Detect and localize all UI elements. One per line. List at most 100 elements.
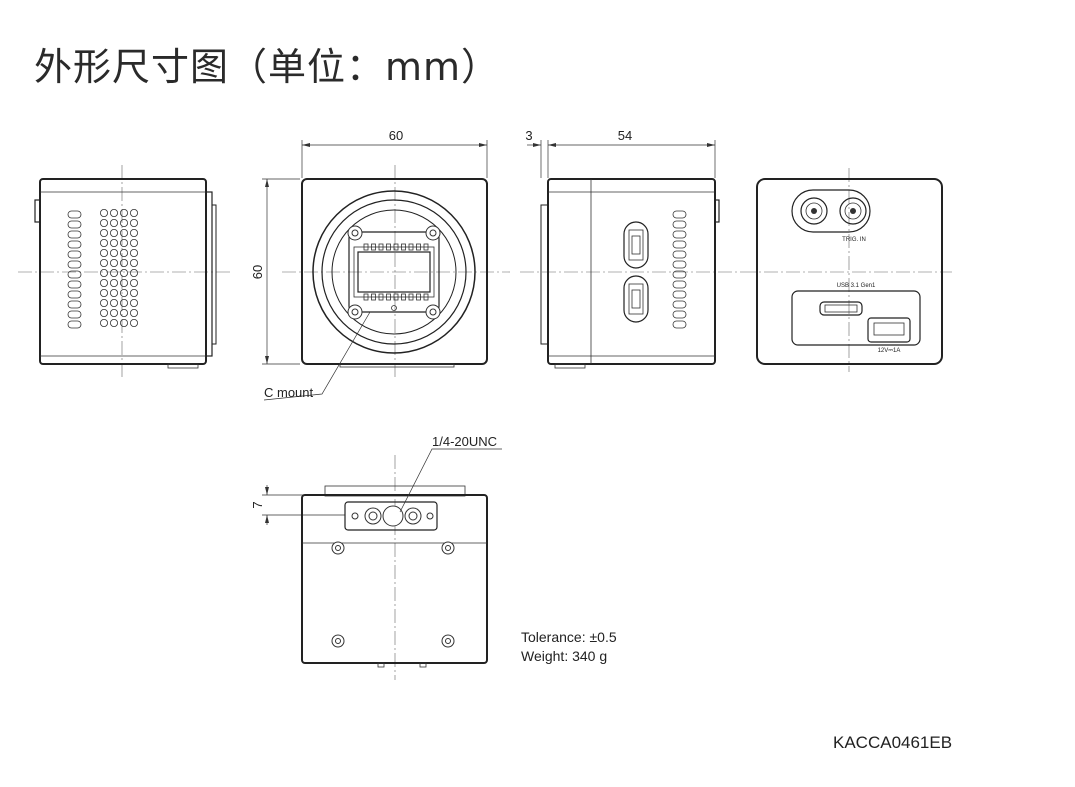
sensor-pin	[371, 243, 376, 251]
drawing-code: KACCA0461EB	[833, 733, 953, 752]
vent-slots	[67, 210, 82, 329]
front-view: 60 60 C mount	[250, 128, 510, 401]
sensor-pin	[416, 243, 421, 251]
vent-slot	[67, 220, 82, 229]
usb-port-icon	[819, 301, 863, 316]
vent-slot	[672, 230, 687, 239]
vent-hole	[110, 318, 119, 327]
sensor-pin	[393, 293, 399, 301]
vent-hole	[120, 218, 129, 227]
vent-hole	[110, 278, 119, 287]
right-side-view: 3 54	[520, 128, 742, 369]
vent-hole	[110, 308, 119, 317]
spec-notes: Tolerance: ±0.5 Weight: 340 g	[521, 628, 617, 666]
vent-holes	[100, 208, 138, 327]
vent-slot	[67, 280, 82, 289]
vent-hole	[129, 268, 138, 277]
label-usb: USB 3.1 Gen1	[837, 283, 876, 289]
side-latch-lower	[623, 275, 649, 323]
vent-hole	[100, 218, 109, 227]
vent-slot	[67, 300, 82, 309]
vent-hole	[100, 318, 109, 327]
sensor-pin	[416, 293, 421, 301]
vent-slot	[672, 290, 687, 299]
tripod-holes	[351, 505, 434, 527]
vent-hole	[100, 308, 109, 317]
vent-hole	[110, 238, 119, 247]
weight-note: Weight: 340 g	[521, 648, 608, 664]
page-title: 外形尺寸图（单位：mm）	[34, 45, 501, 89]
vent-slot	[672, 270, 687, 279]
vent-slot	[67, 210, 82, 219]
sensor-pin	[401, 293, 406, 301]
vent-hole	[129, 258, 138, 267]
vent-hole	[120, 288, 129, 297]
vent-hole	[129, 308, 138, 317]
bottom-screw-holes	[331, 541, 455, 648]
sensor-pin	[408, 293, 414, 301]
vent-hole	[100, 228, 109, 237]
vent-hole	[120, 318, 129, 327]
vent-slot	[67, 260, 82, 269]
vent-hole	[100, 298, 109, 307]
vent-slot	[672, 310, 687, 319]
vent-hole	[120, 238, 129, 247]
left-side-view	[18, 165, 232, 378]
vent-hole	[110, 298, 119, 307]
dim-front-height: 60	[250, 265, 265, 279]
trigger-connector-icon	[800, 197, 867, 225]
vent-slot	[67, 310, 82, 319]
vent-hole	[100, 288, 109, 297]
vent-hole	[120, 308, 129, 317]
bottom-view: 7 1/4-20UNC	[250, 434, 502, 680]
sensor-pin	[386, 243, 391, 251]
vent-slots	[672, 210, 687, 329]
vent-hole	[100, 208, 109, 217]
label-c-mount: C mount	[264, 385, 314, 400]
vent-slot	[672, 280, 687, 289]
vent-hole	[110, 258, 119, 267]
side-latch-upper	[623, 221, 649, 269]
power-port-icon	[867, 317, 911, 343]
vent-slot	[67, 320, 82, 329]
vent-slot	[67, 270, 82, 279]
vent-hole	[110, 208, 119, 217]
vent-hole	[129, 288, 138, 297]
vent-slot	[672, 320, 687, 329]
sensor-pin	[393, 243, 399, 251]
vent-hole	[110, 268, 119, 277]
mount-screws	[347, 225, 441, 320]
vent-hole	[100, 238, 109, 247]
label-tripod-thread: 1/4-20UNC	[432, 434, 497, 449]
vent-hole	[120, 228, 129, 237]
vent-slot	[672, 250, 687, 259]
sensor-pin	[401, 243, 406, 251]
vent-hole	[129, 248, 138, 257]
dim-front-width: 60	[389, 128, 403, 143]
vent-hole	[120, 268, 129, 277]
vent-hole	[110, 218, 119, 227]
sensor-pin	[423, 293, 429, 301]
vent-hole	[110, 248, 119, 257]
vent-hole	[120, 208, 129, 217]
label-power: 12V⎓1A	[878, 348, 901, 354]
vent-hole	[129, 228, 138, 237]
vent-hole	[120, 248, 129, 257]
vent-hole	[100, 268, 109, 277]
vent-hole	[100, 258, 109, 267]
vent-hole	[110, 228, 119, 237]
rear-view: TRIG. IN USB 3.1 Gen1 12V⎓1A	[742, 168, 952, 372]
sensor-pin	[378, 243, 384, 251]
sensor-pin	[363, 293, 369, 301]
vent-hole	[129, 298, 138, 307]
vent-slot	[67, 250, 82, 259]
sensor-pins-top	[363, 243, 429, 251]
sensor-pin	[423, 243, 429, 251]
dim-side-depth: 54	[618, 128, 632, 143]
vent-slot	[67, 240, 82, 249]
sensor-pin	[371, 293, 376, 301]
vent-hole	[129, 318, 138, 327]
label-trig-in: TRIG. IN	[842, 237, 866, 243]
vent-hole	[100, 278, 109, 287]
